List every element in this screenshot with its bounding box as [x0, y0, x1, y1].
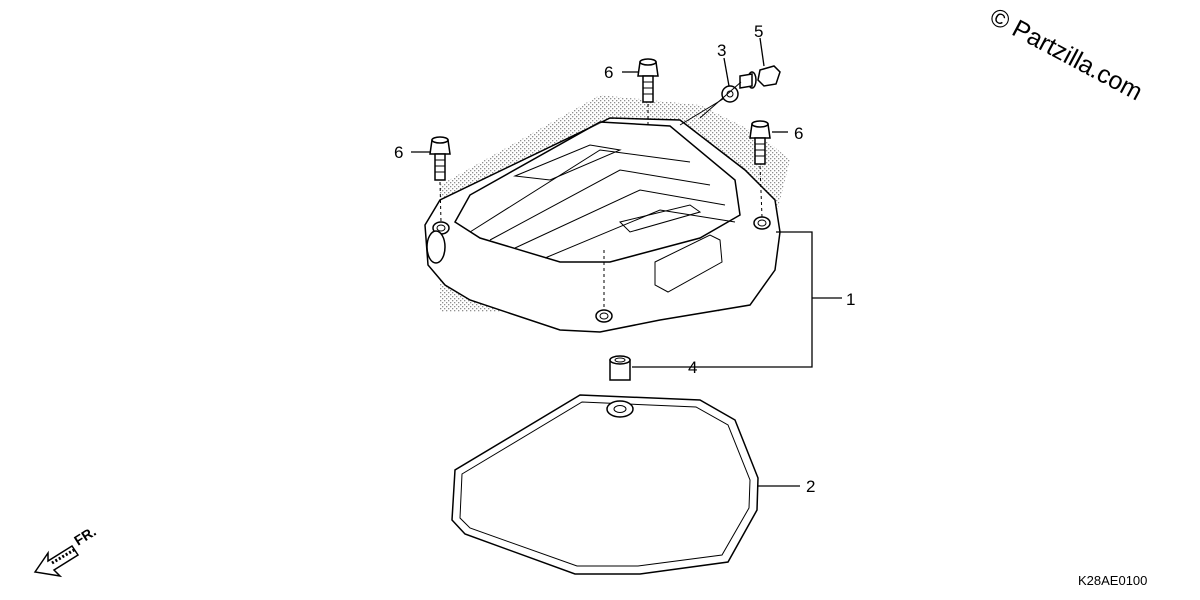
front-direction-arrow-icon: [33, 544, 80, 578]
flange-bolt-right[interactable]: [749, 120, 771, 165]
flange-bolt-top[interactable]: [637, 58, 659, 103]
cylinder-head-cover[interactable]: [424, 95, 790, 333]
svg-text:© Partzilla.com: © Partzilla.com: [985, 3, 1147, 107]
head-cover-gasket[interactable]: [451, 394, 759, 575]
bolt5-leader: [699, 81, 742, 119]
washer-leader: [679, 98, 724, 126]
callout-6-top: 6: [604, 63, 613, 82]
drawing-code: K28AE0100: [1078, 573, 1147, 588]
callout-1: 1: [846, 290, 855, 309]
callout-leaders: [411, 37, 842, 487]
callout-3: 3: [717, 41, 726, 60]
bolt-with-washer[interactable]: [739, 65, 781, 89]
flange-bolt-left[interactable]: [429, 136, 451, 181]
callout-6-right: 6: [794, 124, 803, 143]
svg-text:FR.: FR.: [71, 523, 99, 549]
sealing-washer[interactable]: [721, 85, 739, 103]
assembly-line-left: [439, 181, 442, 223]
watermark: © Partzilla.com: [985, 3, 1147, 107]
direction-label: FR.: [71, 523, 99, 549]
dowel-pin[interactable]: [609, 355, 631, 381]
callout-4: 4: [688, 358, 697, 377]
callout-6-left: 6: [394, 143, 403, 162]
callout-5: 5: [754, 22, 763, 41]
assembly-line-right: [759, 165, 763, 218]
callout-2: 2: [806, 477, 815, 496]
